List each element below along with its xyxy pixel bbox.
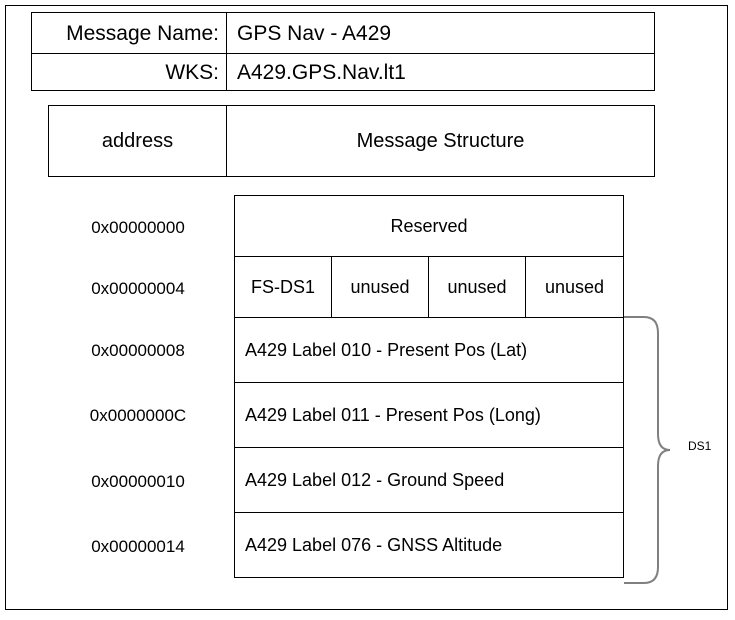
outer-border [5, 5, 728, 610]
wks-label: WKS: [165, 60, 219, 84]
structure-column-header: Message Structure [356, 130, 525, 152]
structure-row-a429-010: A429 Label 010 - Present Pos (Lat) [234, 317, 624, 383]
wks-value-cell: A429.GPS.Nav.lt1 [226, 53, 655, 91]
structure-row-a429-011-text: A429 Label 011 - Present Pos (Long) [245, 405, 541, 425]
structure-row-a429-011: A429 Label 011 - Present Pos (Long) [234, 382, 624, 448]
address-column-header-cell: address [48, 105, 227, 177]
structure-row-a429-010-text: A429 Label 010 - Present Pos (Lat) [245, 340, 528, 360]
message-name-value-cell: GPS Nav - A429 [226, 12, 655, 54]
address-label-1: 0x00000004 [91, 279, 185, 298]
message-name-label: Message Name: [66, 21, 219, 45]
structure-subcell-unused-1: unused [331, 256, 429, 318]
message-name-label-cell: Message Name: [31, 12, 227, 54]
structure-subcell-fs-ds1-text: FS-DS1 [250, 277, 315, 297]
structure-row-a429-076: A429 Label 076 - GNSS Altitude [234, 512, 624, 578]
structure-subcell-fs-ds1: FS-DS1 [234, 256, 332, 318]
structure-subcell-unused-1-text: unused [350, 277, 410, 297]
structure-subcell-unused-3: unused [525, 256, 624, 318]
structure-row-reserved: Reserved [234, 195, 624, 257]
structure-column-header-cell: Message Structure [226, 105, 655, 177]
structure-row-a429-076-text: A429 Label 076 - GNSS Altitude [245, 535, 503, 555]
message-name-value: GPS Nav - A429 [237, 21, 392, 45]
structure-subcell-unused-3-text: unused [544, 277, 605, 297]
address-label-3: 0x0000000C [89, 406, 187, 425]
address-label-0: 0x00000000 [91, 218, 185, 237]
address-column-header: address [101, 130, 174, 152]
structure-subcell-unused-2-text: unused [447, 277, 507, 297]
structure-row-a429-012-text: A429 Label 012 - Ground Speed [245, 470, 505, 490]
address-label-5: 0x00000014 [91, 537, 185, 556]
address-label-4: 0x00000010 [91, 472, 185, 491]
address-label-2: 0x00000008 [91, 341, 185, 360]
structure-row-a429-012: A429 Label 012 - Ground Speed [234, 447, 624, 513]
wks-label-cell: WKS: [31, 53, 227, 91]
structure-subcell-unused-2: unused [428, 256, 526, 318]
ds1-brace-label: DS1 [688, 439, 712, 453]
ds1-brace-icon [624, 316, 671, 584]
wks-value: A429.GPS.Nav.lt1 [237, 60, 406, 84]
structure-row-reserved-text: Reserved [390, 216, 468, 236]
